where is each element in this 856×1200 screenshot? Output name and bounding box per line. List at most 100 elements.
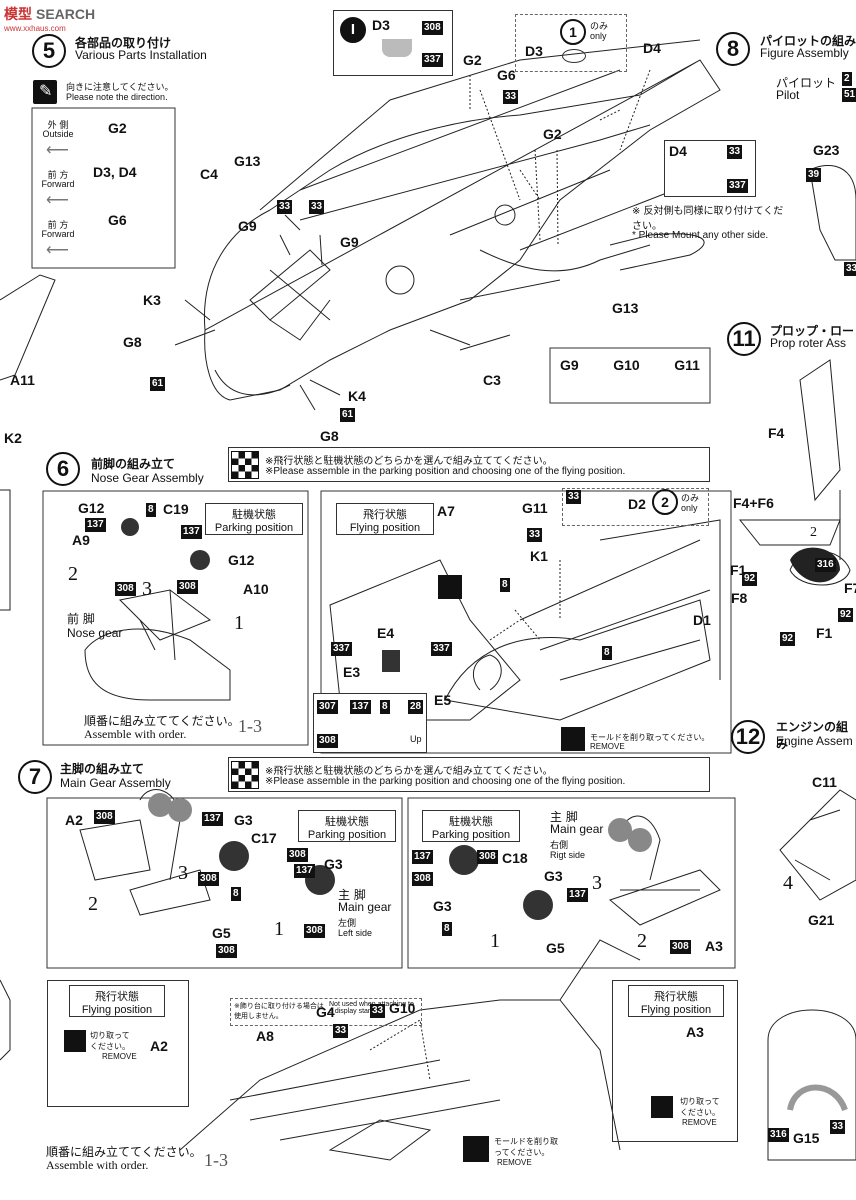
label-a3: A3: [686, 1024, 704, 1040]
label-f4-f6: F4+F6: [733, 495, 774, 511]
only-jp: のみ: [681, 494, 700, 504]
only-en: only: [590, 31, 607, 41]
paint-code: 137: [202, 812, 223, 826]
remove-note-jp: モールドを削り取ってください。: [590, 733, 710, 742]
dir-part: D3, D4: [93, 164, 137, 180]
label-g6: G6: [497, 67, 516, 83]
paint-code: 337: [431, 642, 452, 656]
order-note-jp: 順番に組み立ててください。: [46, 1145, 202, 1159]
paint-code: 33: [527, 528, 543, 542]
label-g10: G10: [389, 1000, 416, 1016]
label-g11: G11: [674, 357, 700, 373]
dir-en: Outside: [42, 129, 74, 139]
label-e3: E3: [343, 664, 361, 680]
d4-label: D4: [669, 143, 687, 159]
paint-code: 308: [216, 944, 237, 958]
paint-code: 137: [85, 518, 106, 532]
order-range: 1-3: [204, 1150, 228, 1170]
paint-code: 28: [408, 700, 424, 714]
parking-en: Parking position: [431, 829, 511, 841]
step12-number: 12: [731, 720, 765, 754]
label-a3: A3: [705, 938, 723, 954]
paint-code: 8: [231, 887, 241, 901]
paint-code: 337: [727, 179, 748, 193]
flying-en: Flying position: [81, 1004, 153, 1016]
fly-frame: [320, 490, 732, 754]
dir-item: 前 方 Forward ⟵ G6: [38, 212, 168, 268]
label-f8: F8: [731, 590, 748, 606]
right-side-jp: 右側: [550, 841, 569, 851]
step5-number: 5: [32, 34, 66, 68]
label-g5: G5: [212, 925, 231, 941]
paint-code: 308: [198, 872, 219, 886]
paint-code: 33: [566, 490, 582, 504]
dir-part: G6: [108, 212, 127, 228]
step5-note-jp: 向きに注意してください。: [66, 83, 174, 93]
light-detail-box: 307 137 8 28 308 Up: [313, 693, 427, 753]
label-g21: G21: [808, 912, 835, 928]
d3-cap-shape: [562, 49, 586, 63]
only-en: only: [681, 503, 698, 513]
step7-title-jp: 主脚の組み立て: [60, 762, 145, 776]
label-k3: K3: [143, 292, 161, 308]
step7-number: 7: [18, 760, 52, 794]
step-order-num: 3: [142, 578, 152, 600]
paint-code: 61: [150, 377, 166, 391]
label-g9: G9: [560, 357, 579, 373]
label-g3: G3: [234, 812, 253, 828]
paint-code: 308: [115, 582, 136, 596]
cut-note-jp: 切り取って ください。: [680, 1097, 720, 1117]
flying-position-tag: 飛行状態 Flying position: [69, 985, 165, 1017]
left-side-jp: 左側: [338, 919, 357, 929]
label-a2: A2: [65, 812, 83, 828]
label-c4: C4: [200, 166, 218, 182]
d3-part-shape: [382, 39, 412, 57]
paint-code: 33: [309, 200, 325, 214]
watermark-url: www.xxhaus.com: [4, 24, 66, 33]
cut-note-en: REMOVE: [102, 1052, 137, 1061]
step8-title-en: Figure Assembly: [760, 46, 849, 60]
step-order-num: 2: [637, 930, 647, 952]
label-a2: A2: [150, 1038, 168, 1054]
label-a8: A8: [256, 1028, 274, 1044]
main-gear-jp: 主 脚: [550, 810, 578, 824]
step6-choice-note: ※飛行状態と駐機状態のどちらかを選んで組み立ててください。 ※Please as…: [228, 447, 710, 482]
main-gear-en: Main gear: [550, 822, 604, 836]
step5-title-en: Various Parts Installation: [75, 48, 207, 62]
paint-code: 337: [422, 53, 443, 67]
step11-number: 11: [727, 322, 761, 356]
pilot-jp: パイロット: [776, 76, 837, 90]
step-order-num: 1: [234, 612, 244, 634]
paint-code: 33: [333, 1024, 349, 1038]
label-g3: G3: [324, 856, 343, 872]
watermark-brand-a: 模型: [4, 7, 32, 23]
label-e5: E5: [434, 692, 452, 708]
parking-jp: 駐機状態: [232, 508, 276, 521]
choice-icon: [231, 451, 259, 479]
label-a10: A10: [243, 581, 269, 597]
label-c19: C19: [163, 501, 189, 517]
paint-code: 92: [780, 632, 796, 646]
label-g8: G8: [123, 334, 142, 350]
choice-icon: [231, 761, 259, 789]
pilot-en: Pilot: [776, 88, 800, 102]
nose-gear-frame: [42, 490, 309, 746]
parking-position-tag: 駐機状態 Parking position: [298, 810, 396, 842]
label-f7: F7: [844, 580, 856, 596]
left-arrow-icon: ⟵: [46, 242, 69, 259]
d3-only-box: 1 のみ only: [515, 14, 627, 72]
parking-jp: 駐機状態: [325, 815, 369, 828]
paint-code: 8: [602, 646, 612, 660]
paint-code: 61: [340, 408, 356, 422]
parking-position-tag: 駐機状態 Parking position: [205, 503, 303, 535]
parking-en: Parking position: [214, 522, 294, 534]
choice-note-jp: ※飛行状態と駐機状態のどちらかを選んで組み立ててください。: [265, 456, 553, 467]
label-a11: A11: [10, 372, 35, 388]
label-g12: G12: [78, 500, 105, 516]
stand-note-jp: ※飾り台に取り付ける場合は使用しません。: [234, 1002, 324, 1020]
label-c3: C3: [483, 372, 501, 388]
left-side-en: Left side: [338, 928, 373, 938]
remove-note-jp: モールドを削り取ってください。: [494, 1137, 558, 1157]
main-gear-en: Main gear: [338, 900, 392, 914]
